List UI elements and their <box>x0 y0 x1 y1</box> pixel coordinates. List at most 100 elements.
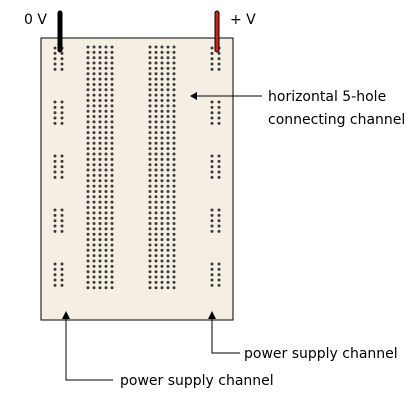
right-rail-hole <box>217 105 221 109</box>
right-rail-hole <box>217 273 221 277</box>
terminal-hole-block-2 <box>154 189 158 193</box>
terminal-hole-block-2 <box>166 222 170 226</box>
terminal-hole-block-1 <box>110 222 114 226</box>
right-rail-hole <box>210 111 214 115</box>
terminal-hole-block-1 <box>110 66 114 70</box>
terminal-hole-block-2 <box>166 168 170 172</box>
terminal-hole-block-1 <box>92 248 96 252</box>
terminal-hole-block-2 <box>172 72 176 76</box>
right-rail-hole <box>210 208 214 212</box>
terminal-hole-block-1 <box>86 141 90 145</box>
terminal-hole-block-2 <box>148 45 152 49</box>
terminal-hole-block-2 <box>160 120 164 124</box>
terminal-hole-block-1 <box>86 227 90 231</box>
terminal-hole-block-1 <box>104 99 108 102</box>
terminal-hole-block-2 <box>172 109 176 113</box>
terminal-hole-block-2 <box>148 147 152 151</box>
terminal-hole-block-1 <box>110 163 114 167</box>
right-rail-hole <box>217 165 221 169</box>
left-rail-hole <box>53 273 57 277</box>
right-rail-hole <box>217 121 221 125</box>
terminal-hole-block-1 <box>92 82 96 86</box>
terminal-hole-block-1 <box>92 109 96 113</box>
terminal-hole-block-2 <box>166 216 170 220</box>
right-rail-hole <box>217 278 221 282</box>
terminal-hole-block-2 <box>154 259 158 263</box>
right-rail-hole <box>210 57 214 61</box>
terminal-hole-block-1 <box>86 206 90 209</box>
terminal-hole-block-2 <box>160 211 164 215</box>
terminal-hole-block-2 <box>148 216 152 220</box>
left-rail-hole <box>53 51 57 55</box>
right-rail-hole <box>217 154 221 158</box>
terminal-hole-block-1 <box>86 120 90 124</box>
terminal-hole-block-2 <box>172 157 176 161</box>
terminal-hole-block-1 <box>86 248 90 252</box>
right-rail-hole <box>217 100 221 104</box>
terminal-hole-block-2 <box>166 131 170 135</box>
terminal-hole-block-2 <box>154 104 158 108</box>
terminal-hole-block-1 <box>110 243 114 247</box>
right-rail-hole <box>217 57 221 61</box>
left-rail-hole <box>53 219 57 223</box>
terminal-hole-block-1 <box>104 157 108 161</box>
terminal-hole-block-2 <box>148 280 152 284</box>
left-rail-hole <box>53 62 57 66</box>
terminal-hole-block-2 <box>172 50 176 54</box>
terminal-hole-block-1 <box>98 120 102 124</box>
terminal-hole-block-2 <box>160 200 164 204</box>
terminal-hole-block-2 <box>148 104 152 108</box>
terminal-hole-block-2 <box>148 66 152 70</box>
terminal-hole-block-1 <box>98 195 102 199</box>
terminal-hole-block-2 <box>160 243 164 247</box>
terminal-hole-block-1 <box>92 259 96 263</box>
right-rail-hole <box>210 262 214 266</box>
left-rail-hole <box>60 165 64 169</box>
supply-left-leader-line <box>65 318 113 381</box>
right-rail-hole <box>210 51 214 55</box>
terminal-hole-block-1 <box>92 66 96 70</box>
terminal-hole-block-1 <box>92 72 96 76</box>
right-rail-hole <box>217 67 221 71</box>
terminal-hole-block-2 <box>154 280 158 284</box>
terminal-hole-block-1 <box>98 163 102 167</box>
terminal-hole-block-2 <box>172 232 176 236</box>
terminal-hole-block-1 <box>98 275 102 279</box>
left-rail-hole <box>53 121 57 125</box>
right-rail-hole <box>210 213 214 217</box>
terminal-hole-block-1 <box>104 56 108 60</box>
terminal-hole-block-1 <box>104 168 108 172</box>
terminal-hole-block-2 <box>154 206 158 209</box>
terminal-hole-block-2 <box>154 147 158 151</box>
terminal-hole-block-2 <box>166 72 170 76</box>
terminal-hole-block-2 <box>160 131 164 135</box>
terminal-hole-block-1 <box>86 189 90 193</box>
terminal-hole-block-1 <box>110 232 114 236</box>
terminal-hole-block-2 <box>172 280 176 284</box>
terminal-hole-block-1 <box>98 206 102 209</box>
right-rail-hole <box>217 111 221 115</box>
terminal-hole-block-2 <box>166 104 170 108</box>
terminal-hole-block-2 <box>172 259 176 263</box>
terminal-hole-block-1 <box>104 50 108 54</box>
terminal-hole-block-2 <box>154 82 158 86</box>
terminal-hole-block-1 <box>92 77 96 81</box>
terminal-hole-block-2 <box>172 82 176 86</box>
terminal-hole-block-2 <box>148 286 152 290</box>
terminal-hole-block-2 <box>148 243 152 247</box>
terminal-hole-block-2 <box>160 109 164 113</box>
terminal-hole-block-2 <box>160 56 164 60</box>
terminal-hole-block-2 <box>166 93 170 97</box>
terminal-hole-block-2 <box>148 125 152 129</box>
terminal-hole-block-1 <box>86 157 90 161</box>
right-rail-hole <box>217 62 221 66</box>
terminal-hole-block-2 <box>160 72 164 76</box>
terminal-hole-block-1 <box>104 216 108 220</box>
terminal-hole-block-1 <box>104 125 108 129</box>
left-rail-hole <box>60 229 64 233</box>
terminal-hole-block-1 <box>98 93 102 97</box>
terminal-hole-block-2 <box>148 195 152 199</box>
terminal-hole-block-2 <box>172 147 176 151</box>
terminal-hole-block-1 <box>86 222 90 226</box>
terminal-hole-block-2 <box>154 99 158 102</box>
